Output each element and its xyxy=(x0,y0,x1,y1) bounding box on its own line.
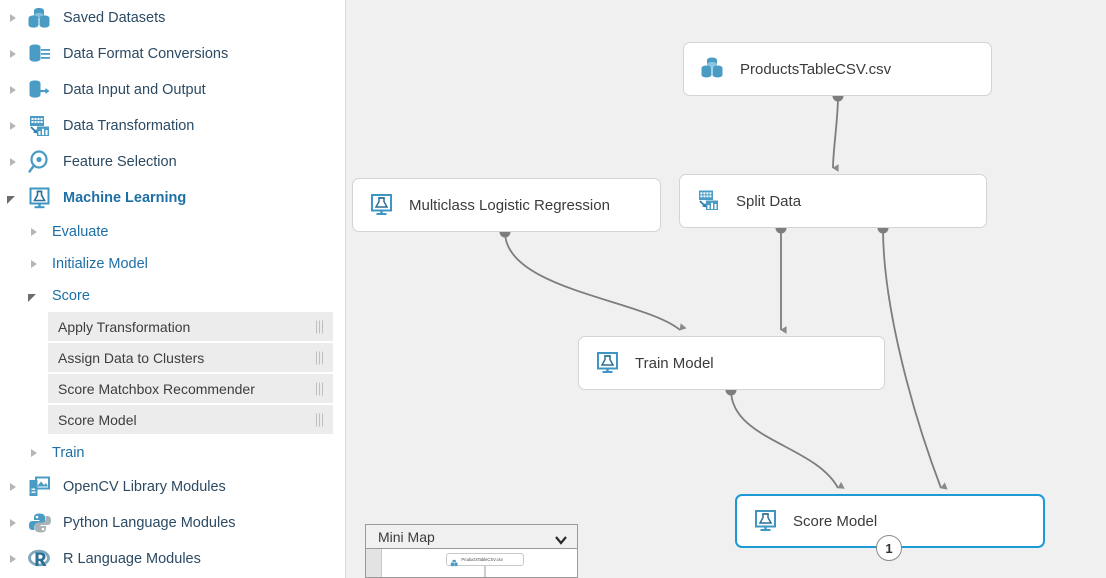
expander-triangle-icon[interactable] xyxy=(6,155,20,169)
experiment-canvas[interactable]: ProductsTableCSV.csv Multiclass Logistic… xyxy=(345,0,1106,578)
expander-triangle-icon[interactable] xyxy=(27,225,41,239)
canvas-node-multiclass-logistic-regression[interactable]: Multiclass Logistic Regression xyxy=(352,178,661,232)
mini-map-body[interactable]: ProductsTableCSV.csv xyxy=(366,549,577,577)
sidebar-item-feature-selection[interactable]: Feature Selection xyxy=(0,144,345,180)
opencv-icon xyxy=(25,474,55,500)
sidebar-item-label: Machine Learning xyxy=(63,190,187,206)
sidebar-subitem-label: Evaluate xyxy=(52,224,109,240)
dataset-icon xyxy=(698,55,728,83)
canvas-node-label: Split Data xyxy=(736,192,802,210)
sidebar-item-label: Saved Datasets xyxy=(63,10,166,26)
expander-triangle-icon[interactable] xyxy=(6,480,20,494)
sidebar-subitem-score[interactable]: Score xyxy=(0,280,345,312)
sidebar-subitem-label: Train xyxy=(52,445,85,461)
experiment-icon xyxy=(751,507,781,535)
module-item-assign-data-to-clusters[interactable]: Assign Data to Clusters xyxy=(48,343,333,374)
expander-triangle-icon[interactable] xyxy=(6,47,20,61)
data-input-output-icon xyxy=(25,77,55,103)
sidebar-item-data-format-conversions[interactable]: Data Format Conversions xyxy=(0,36,345,72)
sidebar-subitem-label: Initialize Model xyxy=(52,256,148,272)
drag-handle-icon[interactable] xyxy=(316,413,325,426)
expander-triangle-icon[interactable] xyxy=(27,289,41,303)
canvas-node-split-data[interactable]: Split Data xyxy=(679,174,987,228)
module-label: Score Model xyxy=(58,411,137,428)
sidebar-item-label: Data Format Conversions xyxy=(63,46,229,62)
mini-map-gutter xyxy=(366,549,382,577)
sidebar-item-label: Data Transformation xyxy=(63,118,195,134)
module-label: Apply Transformation xyxy=(58,318,191,335)
sidebar-item-python-language-modules[interactable]: Python Language Modules xyxy=(0,505,345,541)
sidebar-subitem-label: Score xyxy=(52,288,90,304)
expander-triangle-icon[interactable] xyxy=(6,191,20,205)
mini-map-title: Mini Map xyxy=(378,528,435,545)
expander-triangle-icon[interactable] xyxy=(6,516,20,530)
sidebar-item-saved-datasets[interactable]: Saved Datasets xyxy=(0,0,345,36)
sidebar-subitem-evaluate[interactable]: Evaluate xyxy=(0,216,345,248)
sidebar-item-label: Data Input and Output xyxy=(63,82,206,98)
sidebar-item-data-input-and-output[interactable]: Data Input and Output xyxy=(0,72,345,108)
canvas-node-train-model[interactable]: Train Model xyxy=(578,336,885,390)
canvas-left-divider xyxy=(345,0,346,578)
module-palette-sidebar[interactable]: Saved Datasets Data Format Conversions xyxy=(0,0,345,578)
machine-learning-icon xyxy=(25,185,55,211)
drag-handle-icon[interactable] xyxy=(316,351,325,364)
expander-triangle-icon[interactable] xyxy=(27,446,41,460)
expander-triangle-icon[interactable] xyxy=(6,552,20,566)
python-icon xyxy=(25,510,55,536)
canvas-node-label: ProductsTableCSV.csv xyxy=(740,60,892,78)
canvas-node-label: Train Model xyxy=(635,354,714,372)
expander-triangle-icon[interactable] xyxy=(27,257,41,271)
data-format-conversions-icon xyxy=(25,41,55,67)
drag-handle-icon[interactable] xyxy=(316,382,325,395)
sidebar-item-label: OpenCV Library Modules xyxy=(63,479,226,495)
mini-map-panel[interactable]: Mini Map xyxy=(365,524,578,578)
module-label: Assign Data to Clusters xyxy=(58,349,205,366)
canvas-node-label: Score Model xyxy=(793,512,878,530)
module-label: Score Matchbox Recommender xyxy=(58,380,255,397)
mini-map-viewport[interactable]: ProductsTableCSV.csv xyxy=(382,549,577,577)
r-language-icon xyxy=(25,546,55,572)
sidebar-item-r-language-modules[interactable]: R Language Modules xyxy=(0,541,345,577)
sidebar-item-data-transformation[interactable]: Data Transformation xyxy=(0,108,345,144)
dataset-icon xyxy=(450,555,459,567)
module-item-score-model[interactable]: Score Model xyxy=(48,405,333,436)
expander-triangle-icon[interactable] xyxy=(6,83,20,97)
mini-map-header[interactable]: Mini Map xyxy=(366,525,577,549)
module-item-apply-transformation[interactable]: Apply Transformation xyxy=(48,312,333,343)
chevron-down-icon[interactable] xyxy=(555,532,567,545)
drag-handle-icon[interactable] xyxy=(316,320,325,333)
sidebar-item-machine-learning[interactable]: Machine Learning xyxy=(0,180,345,216)
mini-map-node-label: ProductsTableCSV.csv xyxy=(461,557,503,562)
expander-triangle-icon[interactable] xyxy=(6,119,20,133)
saved-datasets-icon xyxy=(25,5,55,31)
canvas-node-label: Multiclass Logistic Regression xyxy=(409,196,610,214)
sidebar-item-label: Python Language Modules xyxy=(63,515,236,531)
sidebar-subitem-train[interactable]: Train xyxy=(0,437,345,469)
mini-map-wires xyxy=(484,566,486,577)
data-transformation-icon xyxy=(694,187,724,215)
sidebar-item-label: Feature Selection xyxy=(63,154,177,170)
sidebar-subitem-initialize-model[interactable]: Initialize Model xyxy=(0,248,345,280)
mini-map-node: ProductsTableCSV.csv xyxy=(446,553,524,567)
experiment-icon xyxy=(367,191,397,219)
feature-selection-icon xyxy=(25,149,55,175)
module-item-score-matchbox-recommender[interactable]: Score Matchbox Recommender xyxy=(48,374,333,405)
status-badge: 1 xyxy=(876,535,902,561)
expander-triangle-icon[interactable] xyxy=(6,11,20,25)
data-transformation-icon xyxy=(25,113,55,139)
experiment-icon xyxy=(593,349,623,377)
sidebar-item-opencv-library-modules[interactable]: OpenCV Library Modules xyxy=(0,469,345,505)
canvas-node-dataset[interactable]: ProductsTableCSV.csv xyxy=(683,42,992,96)
sidebar-item-label: R Language Modules xyxy=(63,551,201,567)
